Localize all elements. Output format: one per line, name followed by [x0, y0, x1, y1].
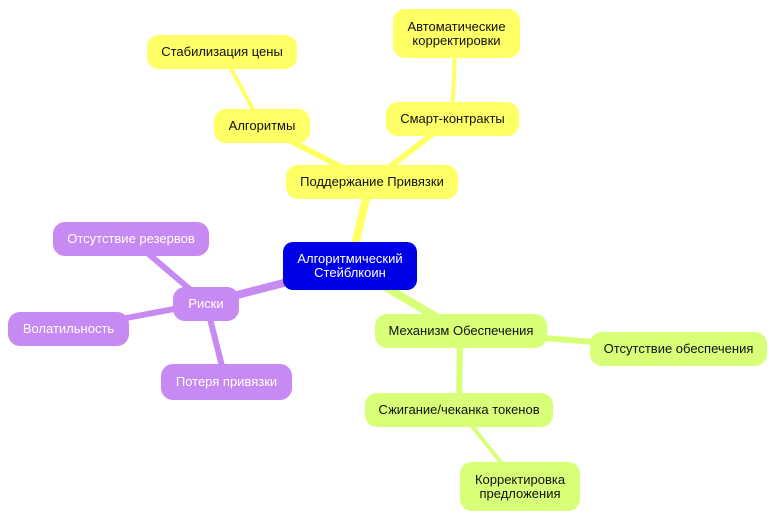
burn-mint-node[interactable]: Сжигание/чеканка токенов — [365, 393, 553, 427]
volatility-node[interactable]: Волатильность — [8, 312, 129, 346]
root-node[interactable]: Алгоритмический Стейблкоин — [283, 242, 417, 290]
depeg-node[interactable]: Потеря привязки — [161, 364, 292, 400]
peg-node[interactable]: Поддержание Привязки — [286, 165, 458, 199]
price-stabilization-node[interactable]: Стабилизация цены — [147, 35, 297, 69]
risks-node[interactable]: Риски — [173, 287, 239, 321]
auto-adjustments-node[interactable]: Автоматические корректировки — [393, 9, 520, 58]
collateral-node[interactable]: Механизм Обеспечения — [375, 314, 547, 348]
algorithms-node[interactable]: Алгоритмы — [214, 109, 310, 143]
no-collateral-node[interactable]: Отсутствие обеспечения — [590, 332, 767, 366]
smart-contracts-node[interactable]: Смарт-контракты — [386, 102, 519, 136]
supply-adjustment-node[interactable]: Корректировка предложения — [460, 462, 580, 511]
no-reserves-node[interactable]: Отсутствие резервов — [53, 222, 209, 256]
